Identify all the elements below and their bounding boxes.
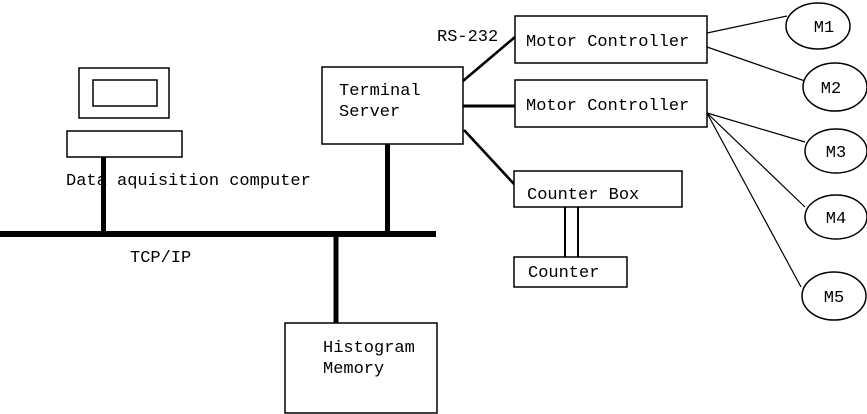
counter-box-label: Counter Box: [527, 186, 639, 205]
motor-node-m5: [801, 271, 867, 321]
edges: [0, 15, 806, 323]
computer-label: Data aquisition computer: [66, 172, 311, 191]
tcp-ip-label: TCP/IP: [130, 249, 191, 268]
motor-controller-1-box: [514, 15, 708, 64]
motor-controller-2-box: [514, 79, 708, 128]
terminal-server-box: [321, 66, 464, 145]
edge-terminal-server-to-motor-controller-1: [462, 36, 516, 82]
motor-node-m4: [804, 194, 867, 240]
counter-label: Counter: [528, 264, 599, 283]
computer-icon: [66, 67, 183, 158]
rs-232-label: RS-232: [437, 28, 498, 47]
motor-controller-2-label: Motor Controller: [526, 97, 689, 116]
monitor-screen-icon: [92, 79, 158, 107]
histogram-memory-box: [284, 322, 438, 414]
histogram-memory-label-line2: Memory: [323, 360, 384, 379]
histogram-memory-label-line1: Histogram: [323, 339, 415, 358]
terminal-server-label-line1: Terminal: [339, 82, 421, 101]
edge-terminal-server-to-counter-box: [463, 129, 515, 185]
motor-label-m5: M5: [824, 289, 844, 308]
motor-label-m3: M3: [826, 144, 846, 163]
motor-controller-1-label: Motor Controller: [526, 33, 689, 52]
motor-node-m2: [802, 62, 867, 112]
edge-motor-controller-1-to-m2: [706, 46, 806, 82]
motor-label-m4: M4: [826, 210, 846, 229]
counter-node: [513, 256, 628, 288]
counter-box-node: [513, 170, 683, 208]
motor-label-m1: M1: [814, 19, 834, 38]
edge-motor-controller-2-to-m3: [706, 112, 806, 143]
edge-motor-controller-2-to-m5: [706, 112, 802, 288]
motor-node-m3: [804, 128, 867, 174]
edge-motor-controller-2-to-m4: [706, 112, 806, 208]
labels: Data aquisition computer Terminal Server…: [66, 19, 846, 379]
motor-node-m1: [785, 2, 851, 50]
motor-label-m2: M2: [821, 80, 841, 99]
keyboard-icon: [66, 130, 183, 158]
edge-motor-controller-1-to-m1: [706, 15, 788, 34]
nodes: [66, 2, 867, 414]
terminal-server-label-line2: Server: [339, 103, 400, 122]
